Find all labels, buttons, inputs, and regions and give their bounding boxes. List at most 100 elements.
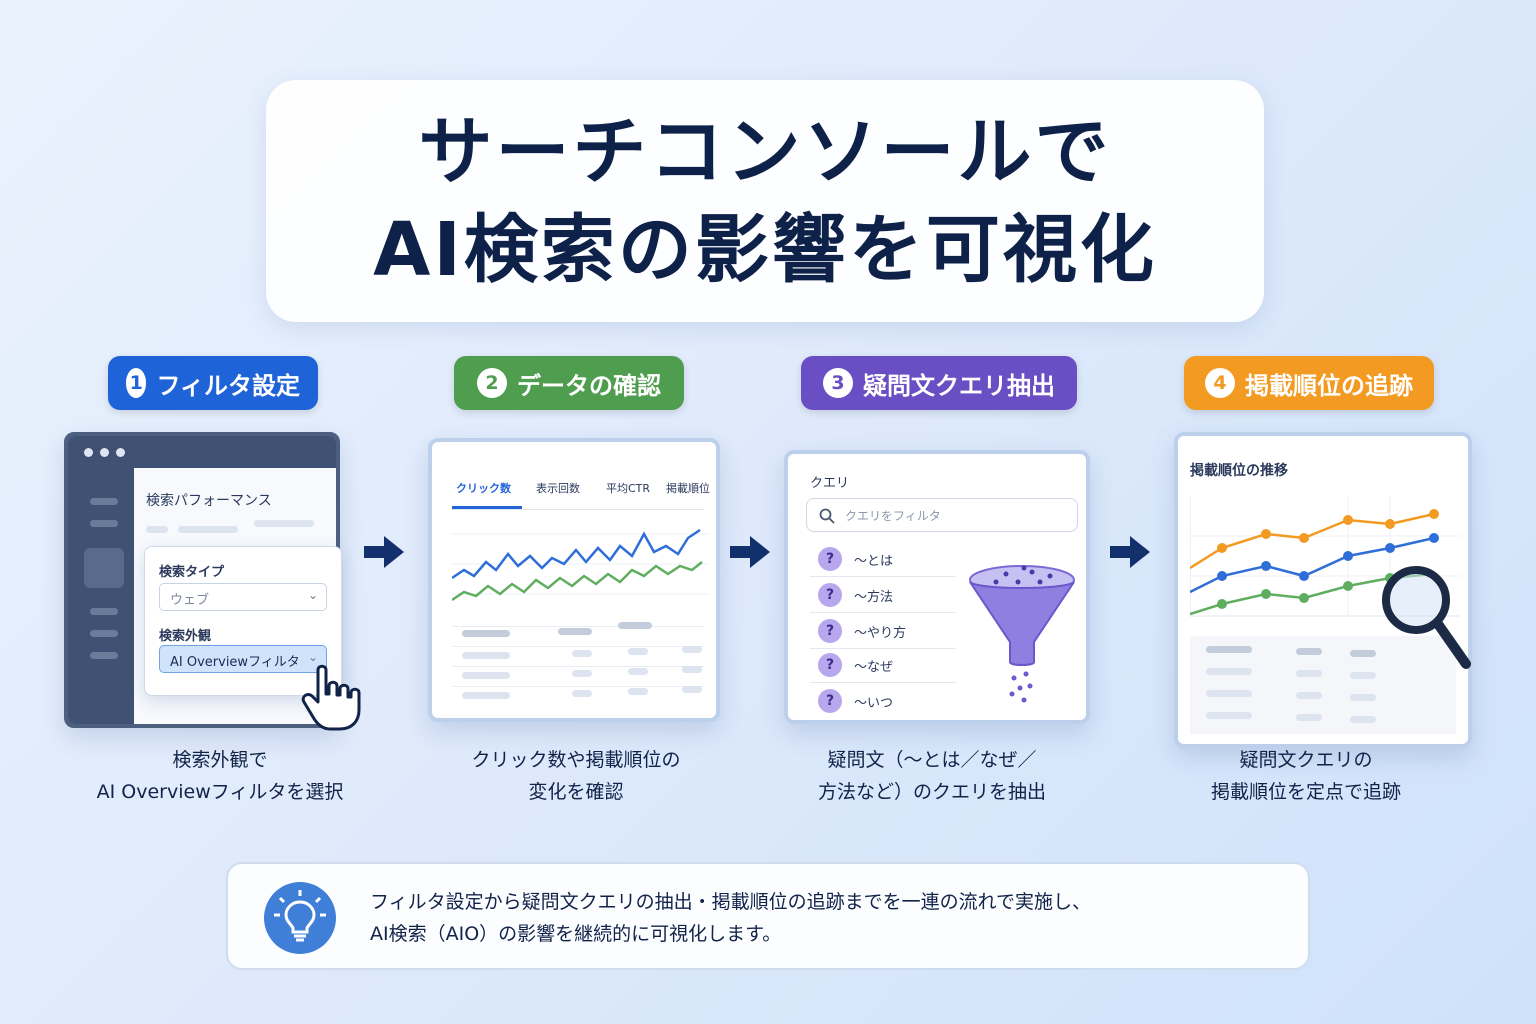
table-cell [572,650,592,657]
impressions-series-line [452,561,703,602]
table-cell [628,668,648,675]
tab-clicks[interactable]: クリック数 [456,482,511,495]
query-divider [810,612,956,613]
query-item[interactable]: ? 〜とは [810,544,958,574]
table-cell [682,686,702,693]
table-cell [628,648,648,655]
summary-box: フィルタ設定から疑問文クエリの抽出・掲載順位の追跡までを一連の流れで実施し、 A… [226,862,1310,970]
step-2-label: データの確認 [517,371,661,400]
question-icon: ? [818,689,842,713]
table-cell [682,646,702,653]
summary-line-1: フィルタ設定から疑問文クエリの抽出・掲載順位の追跡までを一連の流れで実施し、 [370,891,1092,913]
title-line-1: サーチコンソールで [418,109,1112,195]
search-type-value: ウェブ [170,593,210,608]
table-cell [1350,716,1376,723]
step-1-caption-line-2: AI Overviewフィルタを選択 [96,781,344,803]
query-filter-placeholder: クエリをフィルタ [845,509,941,523]
table-header-cell [462,630,510,637]
clicks-series-line [452,528,701,580]
step-3-caption: 疑問文（〜とは／なぜ／ 方法など）のクエリを抽出 [752,744,1112,808]
query-item[interactable]: ? 〜方法 [810,580,958,610]
table-divider [452,646,704,647]
question-icon: ? [818,583,842,607]
step-4-badge: 4 掲載順位の追跡 [1184,356,1434,410]
orange-series-line [1190,512,1435,570]
funnel-icon [969,565,1075,703]
query-divider [810,682,956,683]
step-4-caption: 疑問文クエリの 掲載順位を定点で追跡 [1126,744,1486,808]
ranking-table [1190,636,1456,734]
step-3-number: 3 [823,368,853,398]
search-appearance-label: 検索外観 [159,629,212,644]
arrow-right-icon [364,536,404,568]
magnifier-icon [1382,566,1471,669]
query-text: 〜とは [854,554,894,569]
placeholder-line [146,526,168,533]
step-2-caption-line-1: クリック数や掲載順位の [471,749,681,771]
query-item[interactable]: ? 〜やり方 [810,616,958,646]
performance-title: 検索パフォーマンス [146,493,272,509]
ai-overview-filter-value: AI Overviewフィルタ [170,655,300,670]
sidebar-item[interactable] [84,548,124,588]
step-4-label: 掲載順位の追跡 [1245,371,1413,400]
step-3-label: 疑問文クエリ抽出 [863,371,1055,400]
tab-impressions[interactable]: 表示回数 [536,482,580,495]
step-2-number: 2 [477,368,507,398]
query-item[interactable]: ? 〜いつ [810,686,958,716]
performance-line-chart [452,528,708,602]
table-header-cell [1350,650,1376,657]
sidebar-item[interactable] [90,498,118,505]
step-2-caption: クリック数や掲載順位の 変化を確認 [396,744,756,808]
query-divider [810,648,956,649]
step-2-badge: 2 データの確認 [454,356,684,410]
ranking-trend-title: 掲載順位の推移 [1190,463,1288,479]
table-cell [462,652,510,659]
table-cell [1296,714,1322,721]
table-divider [452,626,704,627]
step-4-number: 4 [1205,368,1235,398]
question-icon: ? [818,653,842,677]
tab-ctr[interactable]: 平均CTR [606,482,651,495]
query-text: 〜方法 [854,590,894,605]
ai-overview-filter-select[interactable]: AI Overviewフィルタ ⌄ [159,645,327,673]
step-1-badge: 1 フィルタ設定 [108,356,318,410]
search-type-select[interactable]: ウェブ ⌄ [159,583,327,611]
step-1-caption: 検索外観で AI Overviewフィルタを選択 [40,744,400,808]
query-column-label: クエリ [810,476,850,491]
sidebar-item[interactable] [90,652,118,659]
query-text: 〜いつ [854,696,894,711]
tab-position[interactable]: 掲載順位 [666,482,710,495]
sidebar-item[interactable] [90,630,118,637]
summary-line-2: AI検索（AIO）の影響を継続的に可視化します。 [370,923,782,945]
table-cell [1206,668,1252,675]
window-dot-icon [116,448,125,457]
lightbulb-icon [264,882,336,954]
query-text: 〜やり方 [854,626,907,641]
table-cell [628,688,648,695]
table-cell [1350,694,1376,701]
blue-series-markers [1217,533,1439,581]
table-cell [462,672,510,679]
question-icon: ? [818,547,842,571]
title-card: サーチコンソールで AI検索の影響を可視化 [266,80,1264,322]
window-titlebar [68,436,336,468]
table-cell [682,666,702,673]
step-1-number: 1 [126,368,147,398]
hand-cursor-icon [301,664,361,731]
step-3-caption-line-2: 方法など）のクエリを抽出 [817,781,1046,803]
title-line-2: AI検索の影響を可視化 [373,207,1157,293]
table-cell [1206,712,1252,719]
step-4-caption-line-1: 疑問文クエリの [1239,749,1373,771]
ranking-trend-panel: 掲載順位の推移 [1174,432,1472,748]
search-icon [819,508,835,524]
performance-data-panel: クリック数 表示回数 平均CTR 掲載順位 [428,438,720,722]
step-1-caption-line-1: 検索外観で [172,749,268,771]
arrow-right-icon [730,536,770,568]
query-item[interactable]: ? 〜なぜ [810,650,958,680]
sidebar-item[interactable] [90,520,118,527]
query-extraction-panel: クエリ クエリをフィルタ ? 〜とは ? 〜方法 ? 〜やり方 ? 〜なぜ ? … [784,450,1090,724]
window-dot-icon [84,448,93,457]
sidebar-item[interactable] [90,608,118,615]
table-header-cell [558,628,592,635]
query-filter-input[interactable]: クエリをフィルタ [806,498,1078,532]
